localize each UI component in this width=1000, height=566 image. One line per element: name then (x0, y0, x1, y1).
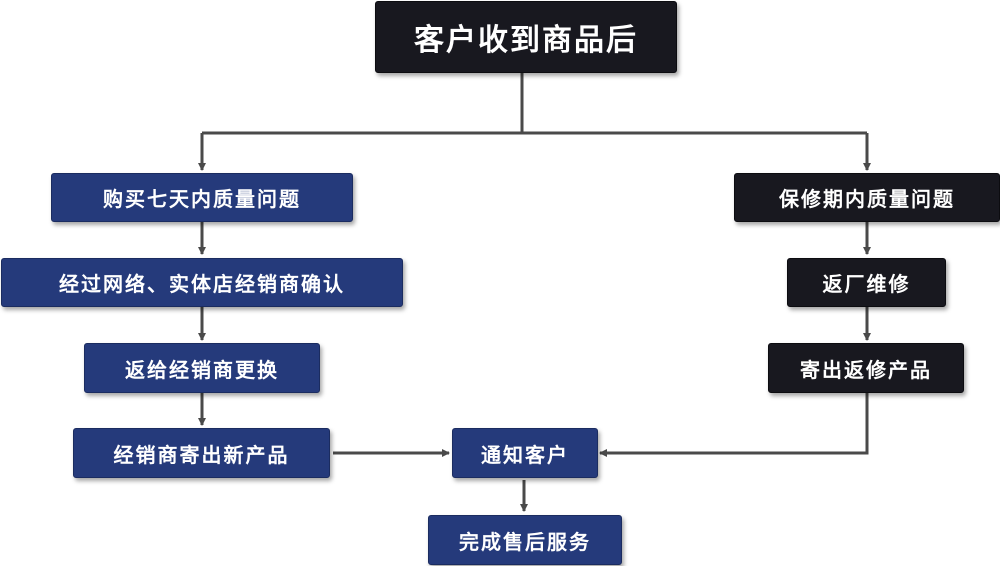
left-step-ship-node: 经销商寄出新产品 (73, 428, 330, 478)
arrow-right-to-merge (599, 393, 869, 457)
right-step-ship-node: 寄出返修产品 (768, 343, 964, 393)
right-step-repair-node: 返厂维修 (787, 258, 946, 307)
left-step-return-node: 返给经销商更换 (84, 343, 320, 393)
merge-notify-node: 通知客户 (452, 428, 598, 478)
left-step-confirm-node: 经过网络、实体店经销商确认 (1, 258, 403, 307)
left-condition-node: 购买七天内质量问题 (51, 173, 353, 222)
right-condition-node: 保修期内质量问题 (734, 173, 1000, 222)
end-node: 完成售后服务 (428, 515, 622, 565)
start-node: 客户收到商品后 (375, 1, 677, 73)
